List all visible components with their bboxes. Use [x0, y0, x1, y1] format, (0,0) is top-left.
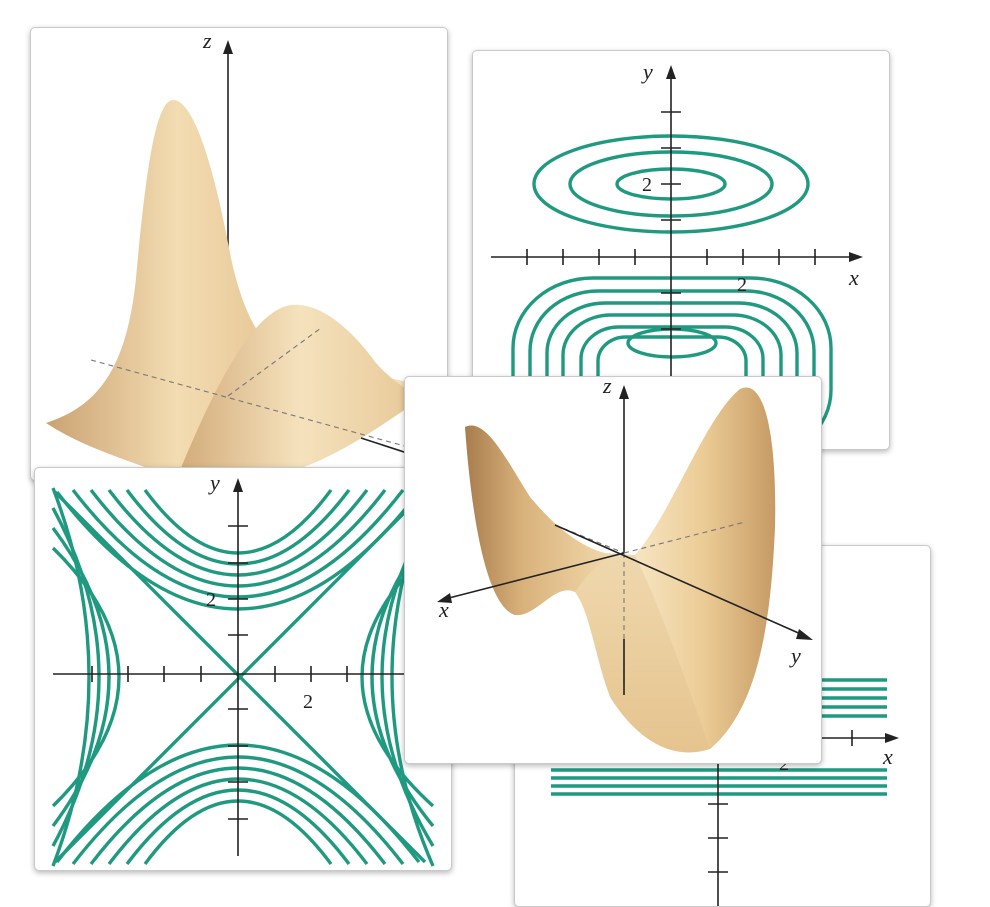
y-axis-label: y — [789, 643, 801, 668]
hyperbola-contour-plot: y 2 2 — [51, 470, 451, 867]
bump-surface-plot: z — [46, 28, 447, 473]
y-ticks — [661, 111, 681, 330]
y-tick-label-2: 2 — [642, 174, 652, 196]
upper-lines — [815, 678, 887, 718]
x-tick-label-2: 2 — [779, 753, 789, 775]
y-ticks — [708, 803, 728, 873]
bump-surface-card[interactable]: z — [30, 27, 448, 481]
x-tick-label-2: 2 — [303, 691, 313, 713]
y-axis-arrow — [796, 629, 813, 640]
saddle-surface-card[interactable]: z x y — [404, 376, 822, 764]
z-axis-arrow — [619, 385, 629, 399]
y-axis-label: y — [641, 59, 653, 84]
x-axis-arrow — [885, 733, 899, 743]
ellipse-contour-plot: y x 2 2 — [491, 59, 863, 449]
x-axis — [444, 552, 625, 600]
y-axis-hidden — [227, 327, 322, 397]
y-ticks — [228, 525, 248, 820]
horizontal-lines-plot: x 2 — [551, 666, 899, 906]
bump-surface-lobe — [181, 304, 419, 473]
saddle-right-fold — [635, 387, 776, 749]
hyperbola-contour-card[interactable]: y 2 2 — [34, 467, 452, 871]
y-axis-label: y — [208, 470, 220, 495]
x-ticks — [526, 249, 816, 265]
y-axis-arrow — [233, 478, 243, 492]
z-axis-arrow — [223, 40, 233, 54]
hyperbola-contours — [51, 487, 435, 867]
x-axis-label: x — [882, 744, 893, 769]
y-tick-label-2: 2 — [206, 589, 216, 611]
y-axis — [554, 524, 804, 636]
x-axis-arrow — [849, 252, 863, 262]
z-axis-label: z — [202, 28, 212, 53]
x-axis-hidden — [90, 359, 442, 457]
lower-lines — [551, 768, 887, 796]
x-axis-arrow — [437, 593, 452, 603]
y-axis-arrow — [666, 65, 676, 79]
x-axis-label: x — [438, 597, 449, 622]
saddle-left-fold — [465, 425, 610, 616]
x-ticks — [91, 666, 348, 682]
lower-contours — [511, 276, 833, 449]
y-axis-hidden — [623, 521, 746, 554]
saddle-surface-plot: z x y — [437, 377, 813, 753]
x-axis-label: x — [848, 265, 859, 290]
z-axis-label: z — [602, 377, 612, 398]
x-tick-label-2: 2 — [737, 274, 747, 296]
